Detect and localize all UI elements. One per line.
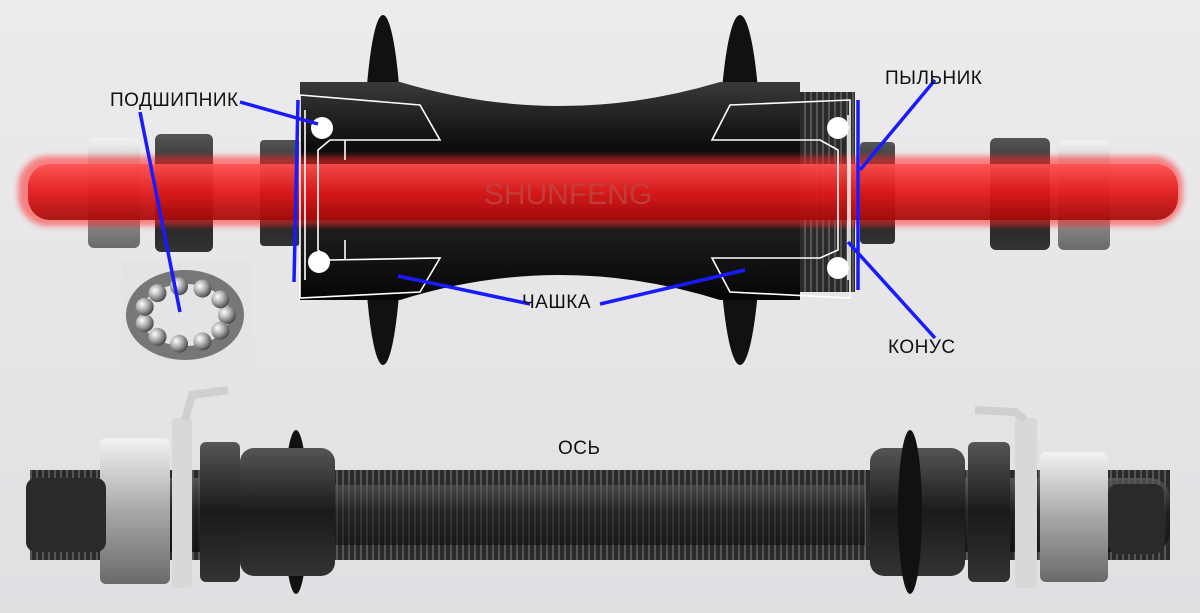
label-cone: КОНУС	[888, 337, 956, 358]
label-dust-cap: ПЫЛЬНИК	[885, 68, 983, 89]
leader-bearing-ball	[239, 100, 319, 126]
axle-highlight	[28, 164, 1178, 220]
axle-right-washer-tab	[974, 406, 1028, 424]
axle-right-lock-nut	[968, 442, 1010, 582]
leader-cone	[846, 240, 937, 340]
cage-ball	[135, 297, 154, 316]
axle-left-washer	[172, 418, 192, 588]
right-top-ball	[827, 117, 849, 139]
annotation-leaders	[138, 78, 937, 340]
right-cutaway-outline	[710, 99, 851, 299]
axle-right-outer-nut	[1040, 452, 1108, 582]
cage-ball	[211, 290, 230, 309]
axle-left-lock-nut	[200, 442, 240, 582]
label-bearing: ПОДШИПНИК	[110, 90, 239, 111]
axle-right-washer	[1015, 418, 1037, 588]
cage-ball	[211, 321, 230, 340]
label-cup: ЧАШКА	[522, 292, 591, 313]
left-cutaway-outline	[299, 94, 442, 299]
cage-ball	[170, 334, 189, 353]
bearing-cage-photo	[122, 260, 252, 372]
axle-left-outer-nut	[100, 438, 170, 584]
cage-ball	[193, 332, 212, 351]
right-bottom-ball	[827, 257, 849, 279]
leader-left-dust-cap	[292, 99, 300, 283]
leader-cup-left	[397, 274, 531, 306]
axle-left-washer-tab	[181, 386, 229, 422]
axle-right-dust-cap	[898, 430, 922, 594]
left-top-ball	[311, 117, 333, 139]
brand-text: SHUNFENG	[484, 178, 652, 211]
cage-ball	[193, 279, 212, 298]
axle-left-cone	[240, 448, 335, 576]
label-axle: ОСЬ	[558, 438, 601, 459]
leader-bearing-cage	[138, 111, 182, 313]
axle-center	[335, 485, 865, 545]
leader-cup-right	[599, 268, 746, 306]
cage-ball	[148, 327, 167, 346]
axle-right-end	[1108, 484, 1164, 554]
axle-left-end	[26, 478, 106, 552]
cage-ball	[218, 306, 236, 324]
cage-ball	[148, 284, 167, 303]
leader-dust-cap	[858, 78, 937, 172]
hub-assembly: SHUNFENG	[18, 15, 1183, 365]
left-bottom-ball	[308, 251, 330, 273]
axle-assembly	[26, 386, 1170, 594]
cage-ball	[135, 314, 154, 333]
